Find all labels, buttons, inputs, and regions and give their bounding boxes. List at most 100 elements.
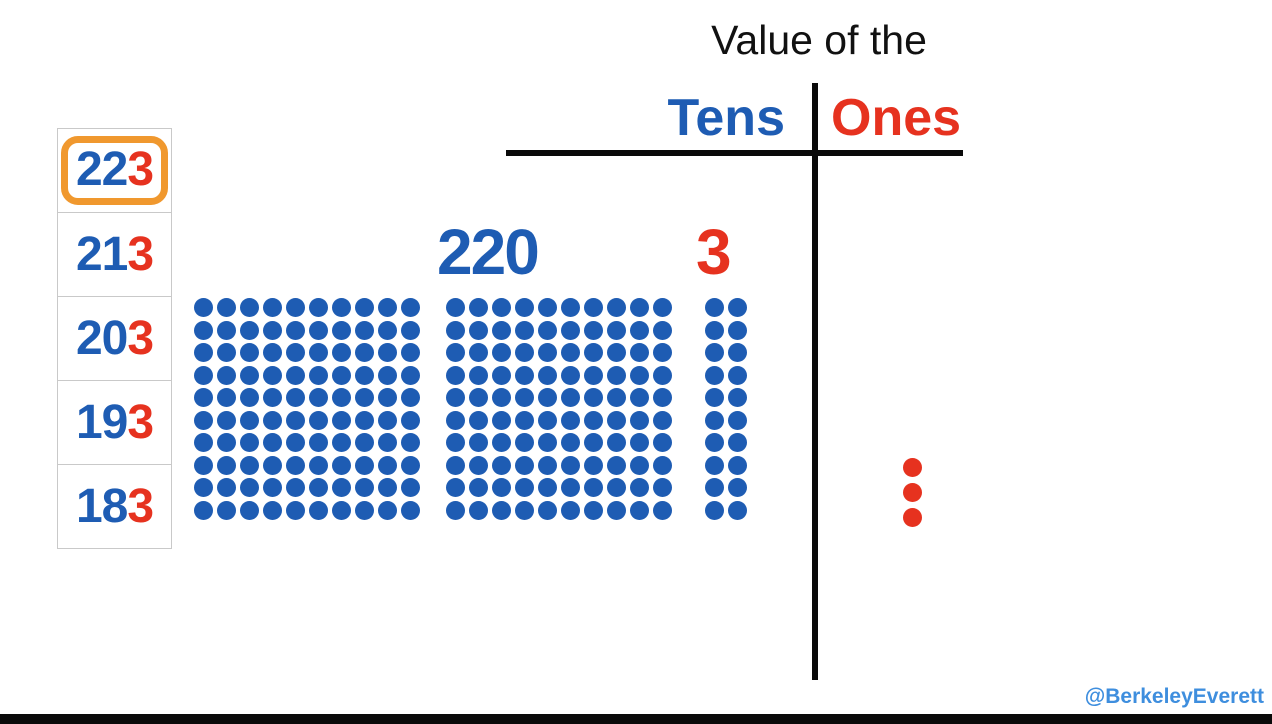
blue-dot: [561, 343, 580, 362]
blue-dot: [194, 298, 213, 317]
twenty-dot-grid: [705, 298, 747, 520]
blue-dot: [469, 298, 488, 317]
blue-dot: [492, 478, 511, 497]
blue-dot: [584, 478, 603, 497]
blue-dot: [446, 343, 465, 362]
blue-dot: [561, 365, 580, 385]
blue-dot: [309, 298, 328, 317]
blue-dot: [705, 343, 724, 362]
number-list-item: 223: [57, 128, 172, 213]
watermark: @BerkeleyEverett: [1084, 685, 1264, 708]
blue-dot: [263, 388, 282, 407]
blue-dot: [492, 298, 511, 317]
blue-dot: [705, 388, 724, 407]
blue-dot: [446, 455, 465, 475]
highlighted-number: 223: [60, 136, 169, 205]
number: 203: [75, 311, 154, 365]
blue-dot: [240, 298, 259, 317]
blue-dot: [378, 320, 397, 340]
blue-dot: [217, 478, 236, 497]
blue-dot: [446, 433, 465, 452]
blue-dot: [446, 298, 465, 317]
blue-dot: [240, 455, 259, 475]
blue-dot: [584, 433, 603, 452]
t-chart-horizontal-line: [506, 150, 963, 156]
blue-dot: [630, 478, 649, 497]
blue-dot: [332, 320, 351, 340]
blue-dot: [332, 433, 351, 452]
blue-dot: [607, 343, 626, 362]
blue-dot: [378, 500, 397, 520]
blue-dot: [263, 343, 282, 362]
blue-dot: [332, 478, 351, 497]
blue-dot: [240, 410, 259, 430]
blue-dot: [728, 365, 747, 385]
blue-dot: [401, 410, 420, 430]
blue-dot: [653, 455, 672, 475]
blue-dot: [263, 455, 282, 475]
blue-dot: [607, 455, 626, 475]
blue-dot: [240, 500, 259, 520]
blue-dot: [492, 388, 511, 407]
number-list-item: 183: [57, 464, 172, 549]
blue-dot: [355, 410, 374, 430]
blue-dot: [332, 365, 351, 385]
blue-dot: [217, 410, 236, 430]
blue-dot: [728, 388, 747, 407]
blue-dot: [240, 388, 259, 407]
blue-dot: [309, 478, 328, 497]
blue-dot: [286, 478, 305, 497]
blue-dot: [217, 433, 236, 452]
blue-dot: [355, 455, 374, 475]
blue-dot: [492, 365, 511, 385]
blue-dot: [355, 365, 374, 385]
blue-dot: [378, 298, 397, 317]
blue-dot: [561, 320, 580, 340]
number: 213: [76, 230, 154, 279]
blue-dot: [309, 433, 328, 452]
blue-dot: [728, 455, 747, 475]
blue-dot: [194, 500, 213, 520]
blue-dot: [705, 298, 724, 317]
blue-dot: [728, 343, 747, 362]
blue-dot: [538, 433, 557, 452]
blue-dot: [401, 500, 420, 520]
blue-dot: [538, 478, 557, 497]
blue-dot: [401, 478, 420, 497]
blue-dot: [263, 433, 282, 452]
blue-dot: [401, 388, 420, 407]
ones-digit: 3: [127, 395, 154, 449]
blue-dot: [263, 478, 282, 497]
tens-digits: 20: [75, 311, 128, 365]
blue-dot: [401, 433, 420, 452]
ones-value-label: 3: [696, 216, 732, 288]
blue-dot: [653, 298, 672, 317]
blue-dot: [240, 320, 259, 340]
blue-dot: [515, 478, 534, 497]
blue-dot: [469, 500, 488, 520]
blue-dot: [584, 298, 603, 317]
blue-dot: [492, 433, 511, 452]
blue-dot: [240, 478, 259, 497]
blue-dot: [584, 500, 603, 520]
blue-dot: [332, 388, 351, 407]
blue-dot: [446, 320, 465, 340]
blue-dot: [446, 500, 465, 520]
blue-dot: [309, 388, 328, 407]
blue-dot: [446, 410, 465, 430]
blue-dot: [561, 388, 580, 407]
blue-dot: [332, 343, 351, 362]
blue-dot: [515, 298, 534, 317]
blue-dot: [286, 500, 305, 520]
blue-dot: [263, 320, 282, 340]
blue-dot: [309, 455, 328, 475]
blue-dot: [630, 320, 649, 340]
blue-dot: [263, 500, 282, 520]
blue-dot: [355, 298, 374, 317]
blue-dot: [217, 320, 236, 340]
bottom-bar: [0, 714, 1272, 724]
blue-dot: [561, 433, 580, 452]
blue-dot: [355, 320, 374, 340]
blue-dot: [378, 433, 397, 452]
blue-dot: [309, 365, 328, 385]
